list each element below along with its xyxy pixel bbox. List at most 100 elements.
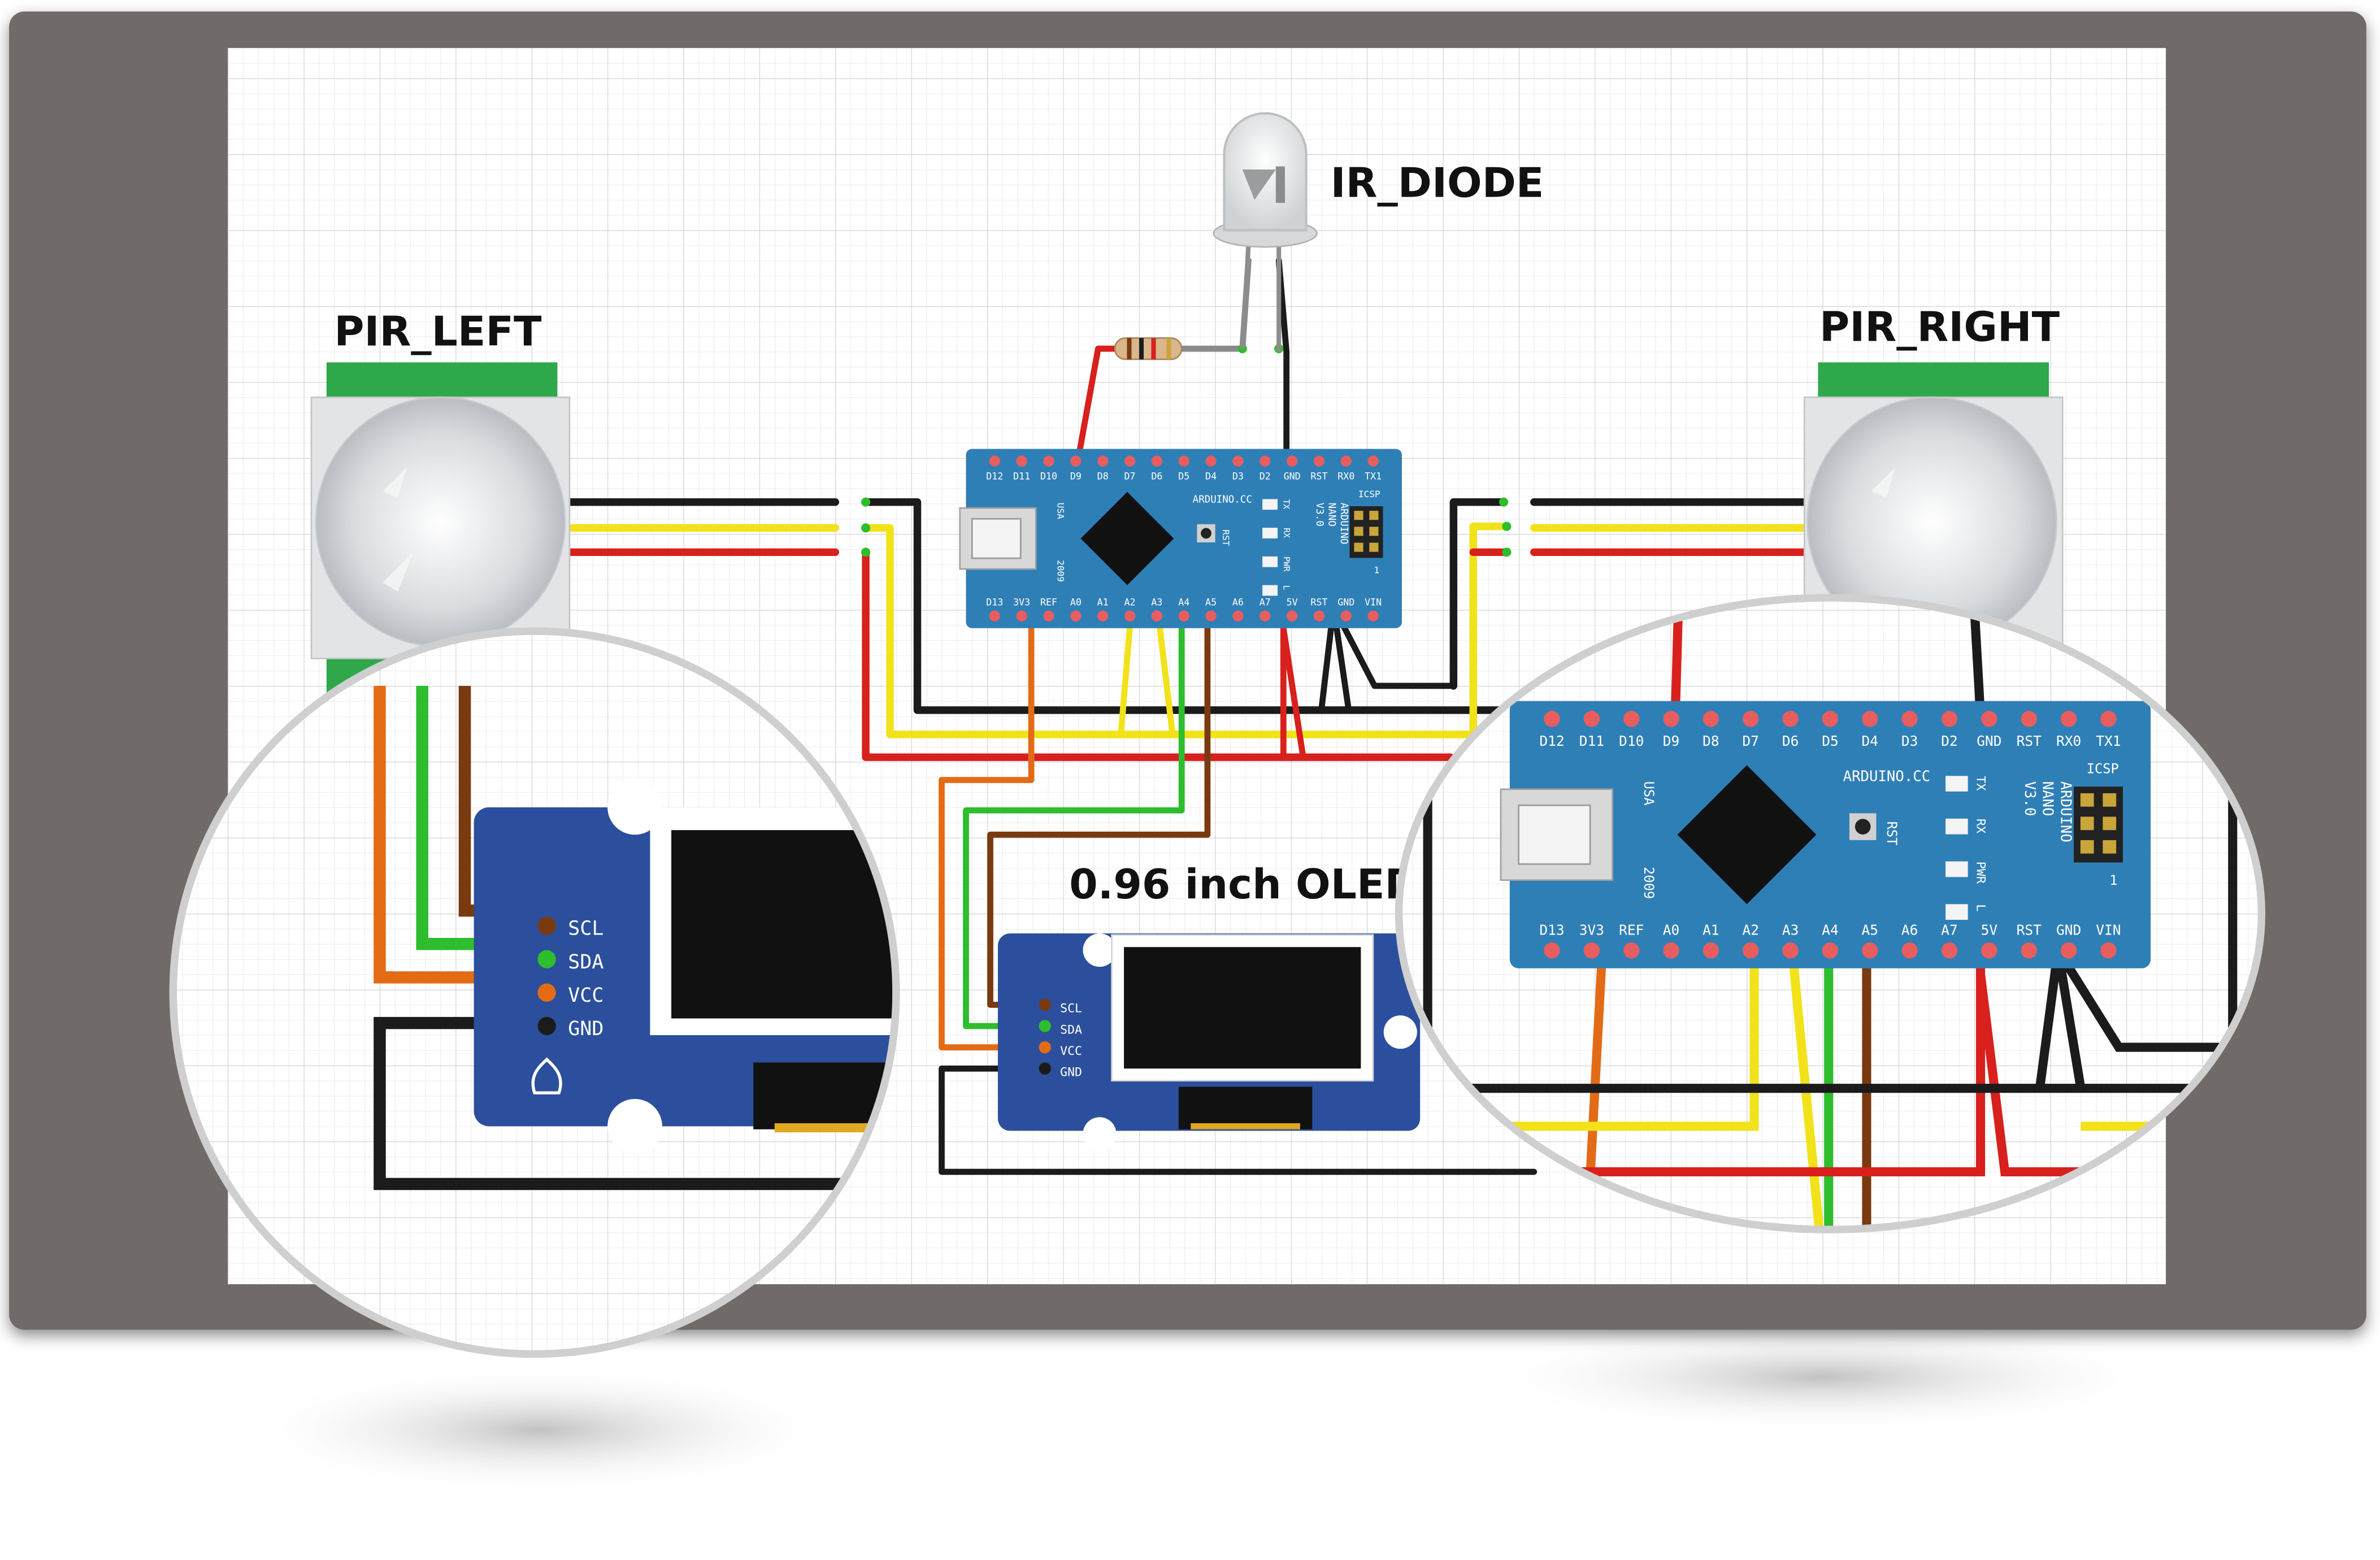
nano-bottom-pin-pad (1367, 610, 1379, 622)
nano-zoom-bottom-pin-pad (1862, 942, 1878, 959)
nano-zoom-bottom-pin-pad (2021, 942, 2037, 959)
nano-bottom-pin-pad (1205, 610, 1217, 622)
nano-zoom-top-pin-pad (1901, 711, 1918, 727)
wire-a3-yellow (1154, 603, 1176, 738)
nano-zoom-top-pin-label: D7 (1743, 733, 1760, 749)
nano-zoom-led (1945, 861, 1968, 877)
nano-led (1262, 499, 1278, 510)
nano-zoom-bottom-pin-pad (1703, 942, 1719, 959)
nano-led (1262, 528, 1278, 538)
nano-zoom-bottom-pin-label: D13 (1539, 922, 1564, 938)
nano-zoom-icsp-pin (2103, 793, 2117, 807)
pir-right-label: PIR_RIGHT (1819, 304, 2060, 351)
nano-bottom-pin-label: A7 (1260, 597, 1271, 607)
nano-bottom-pin-pad (1313, 610, 1325, 622)
nano-bottom-pin-pad (1286, 610, 1298, 622)
nano-zoom-model-label: V3.0 (2021, 781, 2038, 816)
nano-zoom-led-label: RX (1973, 819, 1987, 833)
oled-module: SCL SDA VCC GND (997, 933, 1421, 1151)
nano-top-pin-pad (1097, 455, 1109, 467)
nano-zoom-top-pin-label: RST (2017, 733, 2042, 749)
nano-top-pin-label: D9 (1070, 471, 1082, 481)
nano-zoom-bottom-pin-pad (1623, 942, 1640, 959)
nano-led-label: PWR (1282, 557, 1291, 572)
nano-zoom-bottom-pin-pad (2060, 942, 2077, 959)
nano-zoom-top-pin-pad (1782, 711, 1799, 727)
nano-zoom-bottom-pin-pad (1981, 942, 1997, 959)
nano-zoom-top-pin-label: D4 (1862, 733, 1879, 749)
nano-usb-port (971, 518, 1022, 559)
nano-bottom-pin-pad (1340, 610, 1352, 622)
nano-top-pin-pad (1340, 455, 1352, 467)
nano-bottom-pin-label: A6 (1232, 597, 1244, 607)
oled-label: 0.96 inch OLED (1069, 861, 1418, 909)
nano-bottom-pin-pad (1178, 610, 1189, 622)
nano-zoom-pcb (1509, 701, 2151, 968)
ir-diode (1213, 112, 1318, 352)
nano-led-label: TX (1282, 499, 1291, 509)
nano-zoom-icsp-num: 1 (2109, 872, 2117, 888)
nano-zoom-top-pin-pad (2060, 711, 2077, 727)
nano-year-label: 2009 (1056, 560, 1066, 582)
nano-top-pin-label: D3 (1232, 471, 1244, 481)
nano-zoom-bottom-pin-label: A6 (1901, 922, 1918, 938)
nano-zoom-bottom-pin-pad (1822, 942, 1839, 959)
nano-top-pin-pad (1313, 455, 1325, 467)
nano-bottom-pin-pad (1097, 610, 1109, 622)
nano-bottom-pin-pad (989, 610, 1001, 622)
ir-diode-label: IR_DIODE (1331, 159, 1544, 207)
nano-zoom-top-pin-label: TX1 (2096, 733, 2121, 749)
nano-model-label: V3.0 (1314, 503, 1325, 527)
nano-zoom-top-pin-pad (2021, 711, 2037, 727)
nano-top-pin-pad (1232, 455, 1244, 467)
nano-zoom-top-pin-pad (2100, 711, 2117, 727)
nano-zoom-bottom-pin-label: A0 (1663, 922, 1680, 938)
nano-zoom-model-label: ARDUINO (2057, 781, 2074, 842)
nano-top-pin-label: D8 (1097, 471, 1109, 481)
floor-shadow-right (1473, 1322, 2172, 1432)
nano-top-pin-label: D4 (1205, 471, 1217, 481)
nano-zoom-bottom-pin-label: A7 (1941, 922, 1958, 938)
nano-zoom-bottom-pin-label: VIN (2096, 922, 2121, 938)
nano-zoom-icsp-pin (2103, 816, 2117, 831)
nano-bottom-pin-label: A1 (1097, 597, 1109, 607)
nano-zoom-bottom-pin-label: A3 (1782, 922, 1799, 938)
nano-top-pin-label: GND (1284, 471, 1301, 481)
nano-led (1262, 585, 1278, 596)
nano-model-label: NANO (1326, 503, 1337, 527)
nano-zoom-top-pin-label: D6 (1782, 733, 1799, 749)
nano-top-pin-label: D10 (1040, 471, 1057, 481)
nano-zoom-top-pin-label: D12 (1539, 733, 1564, 749)
nano-zoom-icsp-label: ICSP (2087, 761, 2119, 776)
nano-zoom-top-pin-label: D9 (1663, 733, 1680, 749)
nano-zoom-bottom-pin-label: A5 (1862, 922, 1879, 938)
zoom-oled-pin-scl: SCL (568, 918, 603, 940)
nano-bottom-pin-pad (1070, 610, 1082, 622)
nano-icsp-num: 1 (1374, 564, 1379, 575)
wire-oled-gnd-black (939, 1065, 1538, 1175)
nano-bottom-pin-label: A0 (1070, 597, 1082, 607)
nano-top-pin-pad (1286, 455, 1298, 467)
nano-top-pin-label: RX0 (1337, 471, 1354, 481)
nano-icsp-pin (1354, 511, 1363, 520)
nano-zoom-led-label: PWR (1973, 862, 1987, 884)
nano-zoom-icsp-pin (2080, 793, 2094, 807)
wire-3v3-orange (939, 603, 1048, 1050)
nano-brand: ARDUINO.CC (1193, 494, 1252, 506)
nano-top-pin-label: D7 (1124, 471, 1136, 481)
nano-top-pin-label: D2 (1260, 471, 1271, 481)
nano-bottom-pin-pad (1151, 610, 1163, 622)
nano-zoom-top-pin-pad (1862, 711, 1878, 727)
nano-zoom-bottom-pin-label: 5V (1981, 922, 1998, 938)
nano-zoom-top-pin-pad (1623, 711, 1640, 727)
nano-zoom-bottom-pin-pad (1782, 942, 1799, 959)
nano-icsp-pin (1369, 542, 1379, 552)
oled-pin-vcc: VCC (1060, 1044, 1082, 1058)
nano-bottom-pin-label: GND (1337, 597, 1354, 607)
nano-bottom-pin-label: 3V3 (1013, 597, 1030, 607)
nano-zoom-bottom-pin-label: A4 (1822, 922, 1839, 938)
nano-zoom-bottom-pin-label: A2 (1743, 922, 1760, 938)
nano-zoom-bottom-pin-pad (1743, 942, 1759, 959)
